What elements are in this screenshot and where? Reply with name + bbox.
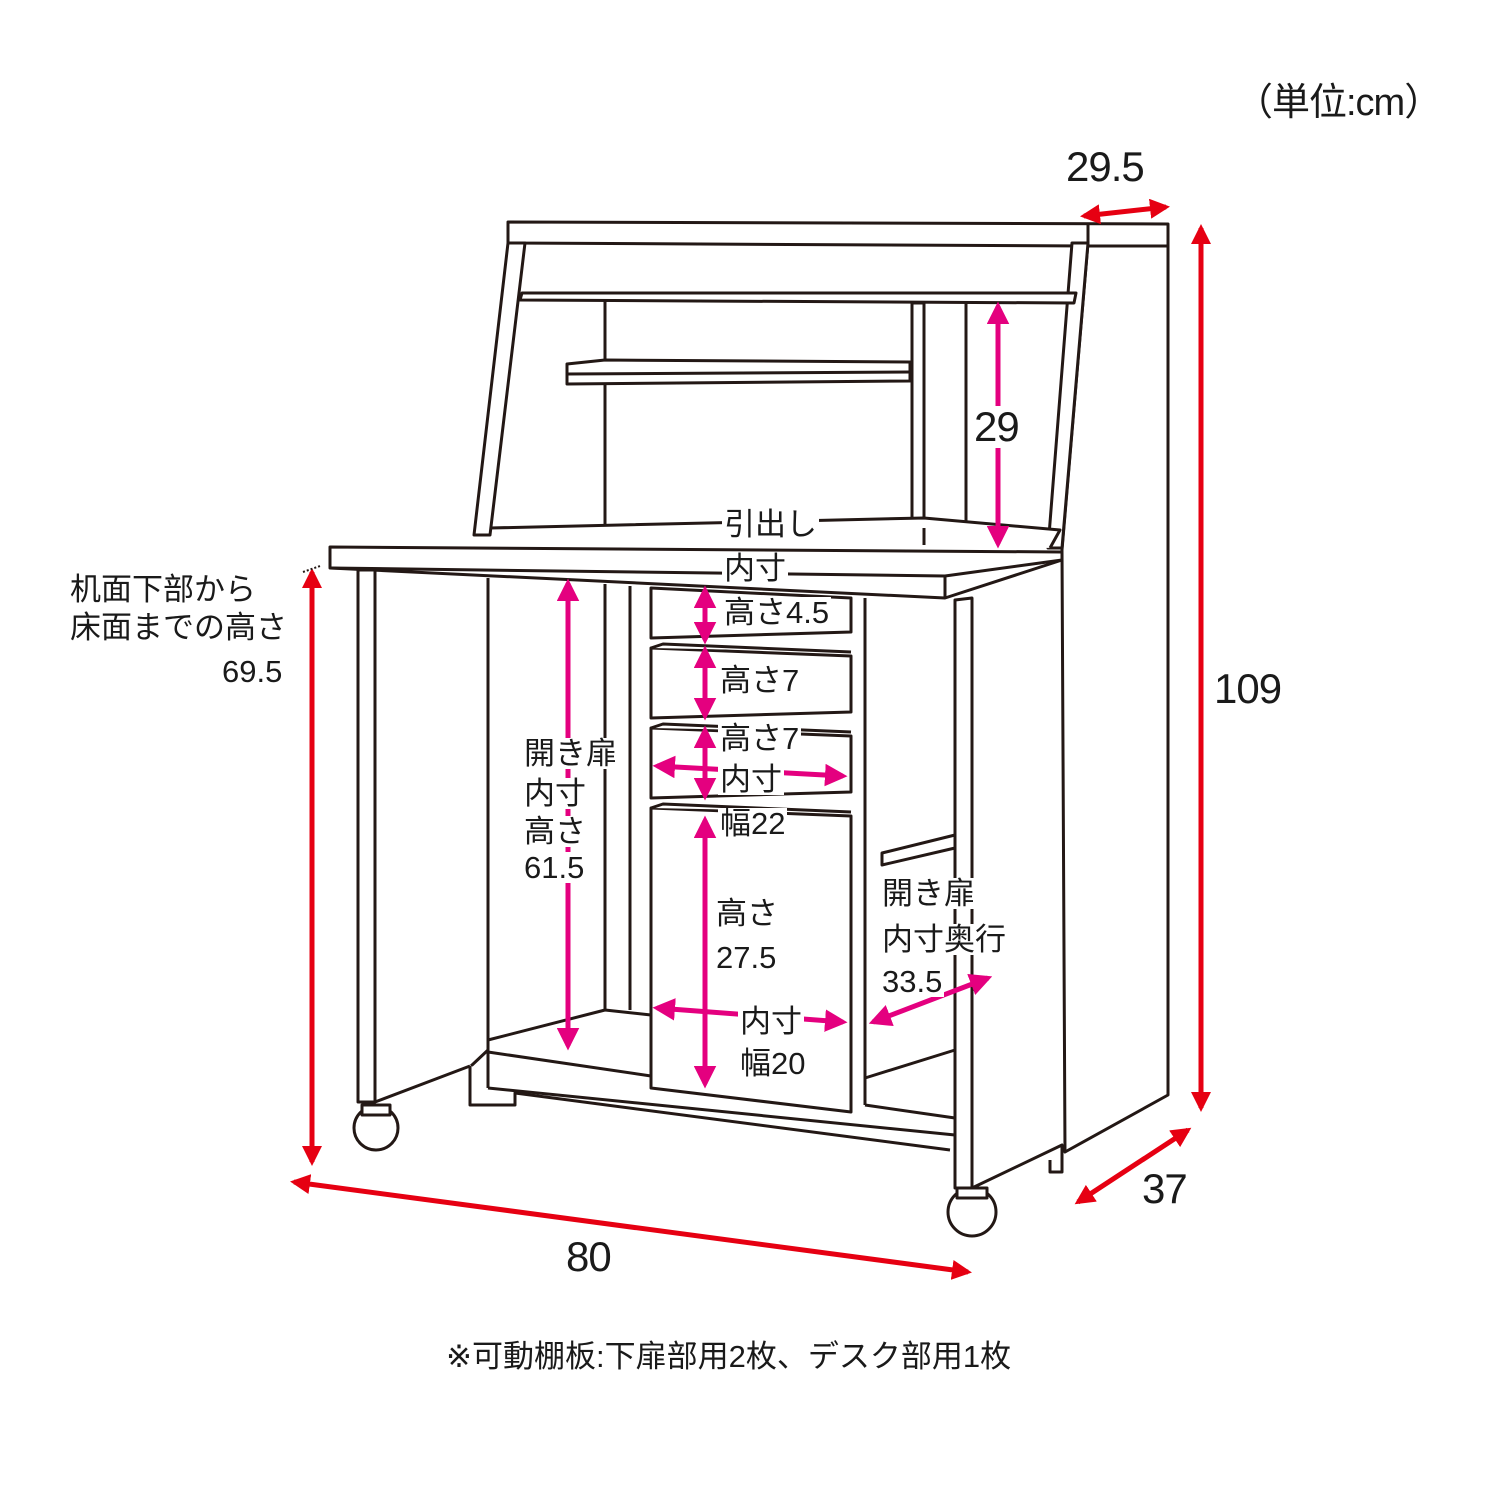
unit-note: （単位:cm） xyxy=(1235,82,1442,124)
drawer-inner-label: 内寸 xyxy=(718,762,784,797)
center-door-label-line1: 高さ xyxy=(714,896,780,931)
right-door-label-line2: 内寸奥行 xyxy=(880,922,1008,957)
width-label: 80 xyxy=(566,1233,612,1280)
drawer-label-line1: 引出し xyxy=(722,507,819,542)
desk-height-label-line1: 机面下部から xyxy=(70,572,256,607)
left-door-label-line3: 高さ xyxy=(522,814,588,849)
left-door-label-line1: 開き扉 xyxy=(522,736,619,771)
right-side-panel xyxy=(1060,241,1170,1154)
top-depth-label: 29.5 xyxy=(1066,143,1145,190)
total-height-label: 109 xyxy=(1214,665,1282,712)
hutch-center-partition xyxy=(910,301,926,530)
right-door-label-line1: 開き扉 xyxy=(880,876,977,911)
left-inner-panel xyxy=(469,578,490,1068)
top-board xyxy=(506,220,1170,248)
shelf-height-label: 29 xyxy=(972,403,1021,450)
right-door-depth-arrow xyxy=(868,973,993,1027)
right-door-depth-value: 33.5 xyxy=(880,964,945,999)
drawer3-height-label: 高さ7 xyxy=(718,721,802,756)
drawer2-height-label: 高さ7 xyxy=(718,663,802,698)
center-door-width-label: 幅20 xyxy=(738,1046,808,1081)
hutch-right-side xyxy=(1046,241,1090,550)
desk-height-label-line2: 床面までの高さ xyxy=(70,610,287,645)
footnote: ※可動棚板:下扉部用2枚、デスク部用1枚 xyxy=(446,1339,1012,1374)
drawer-label-line2: 内寸 xyxy=(722,551,788,586)
width-arrow xyxy=(290,1174,972,1280)
left-door-label-line2: 内寸 xyxy=(522,776,588,811)
hutch-left-side xyxy=(472,241,527,537)
left-leg-panel xyxy=(356,568,377,1104)
outer-dimension-arrows xyxy=(290,198,1211,1280)
depth-arrow xyxy=(1074,1127,1192,1205)
right-cabinet-shelf xyxy=(880,833,957,867)
center-door-inner-label: 内寸 xyxy=(738,1004,804,1039)
depth-label: 37 xyxy=(1142,1165,1188,1212)
drawer1-height-label: 高さ4.5 xyxy=(722,595,832,630)
hutch-upper-band xyxy=(518,291,1078,305)
top-depth-arrow xyxy=(1080,198,1170,225)
left-door-height-value: 61.5 xyxy=(522,850,587,885)
drawer-width-label: 幅22 xyxy=(718,806,788,841)
desk-height-value: 69.5 xyxy=(222,654,283,689)
center-door-height-value: 27.5 xyxy=(714,940,779,975)
